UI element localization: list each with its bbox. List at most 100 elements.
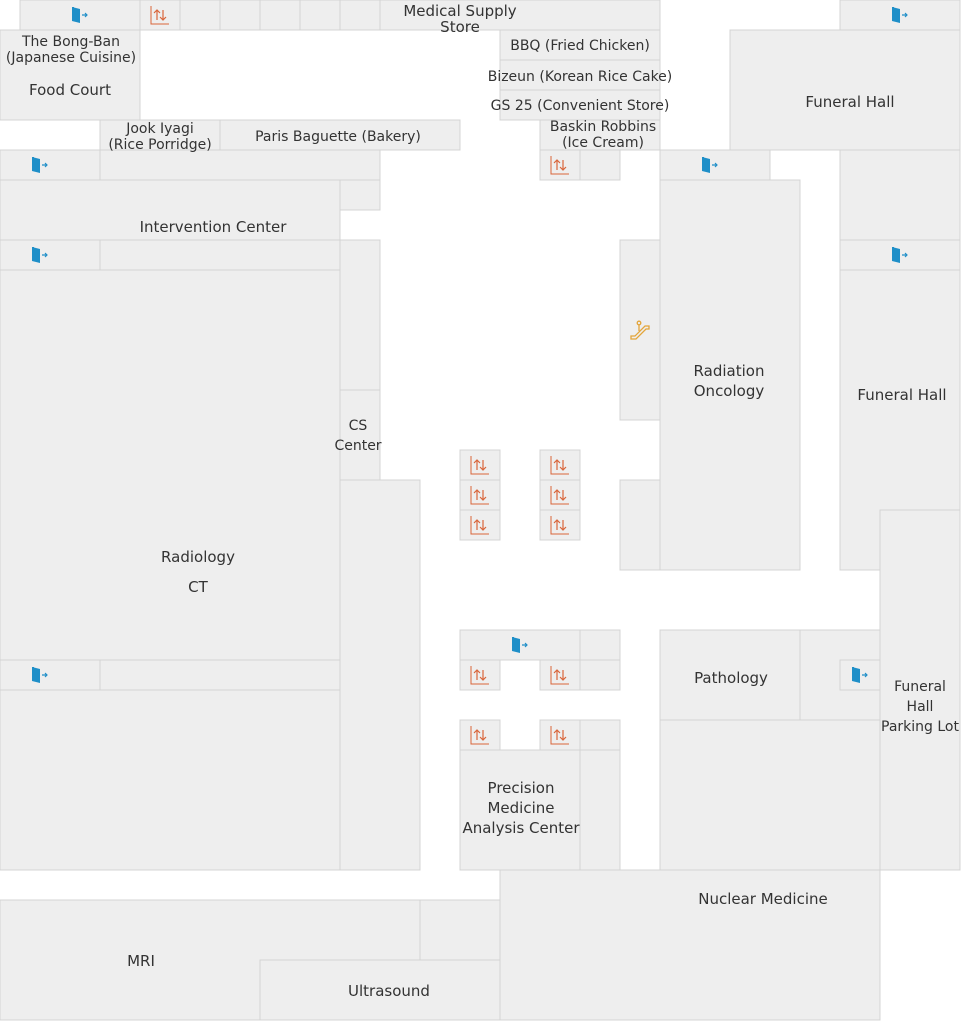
room-label-ultrasound: Ultrasound — [348, 982, 430, 1000]
room-label-ct: CT — [188, 578, 208, 596]
room-label-line: (Rice Porridge) — [108, 137, 211, 153]
room-label-nuclear-medicine: Nuclear Medicine — [698, 890, 828, 908]
room-label-line: Jook Iyagi — [125, 121, 194, 137]
escalator-icon — [630, 320, 650, 340]
floor-cell — [459, 449, 501, 481]
floor-cell — [219, 0, 261, 31]
elevator-icon — [550, 666, 569, 685]
floor-cell — [379, 0, 661, 31]
room-label-baskin-robbins: Baskin Robbins(Ice Cream) — [550, 119, 656, 151]
elevator-icon — [550, 456, 569, 475]
room-label-funeral-hall-top: Funeral Hall — [805, 93, 894, 111]
elevator-icon — [470, 456, 489, 475]
elevator-icon — [150, 6, 169, 25]
room-label-line: CS — [349, 418, 368, 434]
exit-door-icon — [702, 157, 718, 173]
floor-cell — [99, 659, 341, 691]
floor-cell — [0, 239, 101, 271]
room-label-line: Funeral Hall — [805, 93, 894, 111]
floor-cell — [619, 479, 661, 571]
elevator-icon — [550, 156, 569, 175]
floor-cell — [219, 119, 461, 151]
exit-door-icon — [32, 157, 48, 173]
floor-cell — [579, 629, 621, 661]
room-label-line: Intervention Center — [140, 218, 288, 236]
floor-cell — [499, 869, 881, 1021]
floor-cell — [339, 0, 381, 31]
floor-cell — [459, 659, 501, 691]
room-label-bizeun: Bizeun (Korean Rice Cake) — [488, 69, 673, 85]
room-label-line: MRI — [127, 952, 155, 970]
room-label-intervention-center: Intervention Center — [140, 218, 288, 236]
exit-door-icon — [892, 7, 908, 23]
room-label-line: GS 25 (Convenient Store) — [491, 98, 670, 114]
elevator-icon — [470, 666, 489, 685]
room-label-line: Nuclear Medicine — [698, 890, 828, 908]
room-label-line: Medicine — [487, 799, 554, 817]
floor-cell — [539, 119, 661, 151]
room-label-line: CT — [188, 578, 208, 596]
room-label-line: Medical Supply — [403, 2, 516, 20]
floor-cell — [539, 449, 581, 481]
floor-cell — [459, 719, 501, 751]
floor-cell — [99, 149, 381, 181]
floor-cell — [579, 659, 621, 691]
room-label-line: Bizeun (Korean Rice Cake) — [488, 69, 673, 85]
room-label-line: Ultrasound — [348, 982, 430, 1000]
elevator-icon — [550, 726, 569, 745]
floor-cell — [339, 179, 381, 211]
exit-door-icon — [512, 637, 528, 653]
room-label-pathology: Pathology — [694, 669, 768, 687]
floor-cell — [839, 149, 961, 241]
room-label-line: Radiology — [161, 548, 235, 566]
floor-cell — [0, 269, 341, 661]
room-label-line: (Ice Cream) — [562, 135, 644, 151]
floor-cell — [339, 239, 381, 391]
room-label-line: Parking Lot — [881, 719, 959, 735]
exit-door-icon — [892, 247, 908, 263]
room-label-line: Paris Baguette (Bakery) — [255, 129, 421, 145]
floor-cell — [539, 659, 581, 691]
floor-cell — [99, 119, 221, 151]
floor-cell — [539, 509, 581, 541]
room-label-line: The Bong-Ban — [21, 34, 120, 50]
room-label-line: Pathology — [694, 669, 768, 687]
room-label-bong-ban: The Bong-Ban(Japanese Cuisine) — [6, 34, 136, 66]
floor-cell — [0, 149, 101, 181]
floor-cell — [0, 659, 101, 691]
floor-cell — [0, 29, 141, 121]
floor-cell — [419, 899, 501, 961]
room-label-line: Center — [334, 438, 381, 454]
room-label-line: Analysis Center — [462, 819, 580, 837]
floor-cell — [729, 29, 961, 151]
room-label-jook-iyagi: Jook Iyagi(Rice Porridge) — [108, 121, 211, 153]
exit-door-icon — [32, 247, 48, 263]
room-label-line: Food Court — [29, 81, 111, 99]
elevator-icon — [550, 516, 569, 535]
floor-cell — [299, 0, 341, 31]
elevator-icon — [470, 486, 489, 505]
room-label-line: Radiation — [694, 362, 765, 380]
exit-door-icon — [72, 7, 88, 23]
elevator-icon — [550, 486, 569, 505]
floor-cell — [579, 749, 621, 871]
room-label-bbq: BBQ (Fried Chicken) — [510, 38, 650, 54]
floor-cell — [579, 719, 621, 751]
room-label-line: Oncology — [694, 382, 765, 400]
floor-cell — [459, 479, 501, 511]
elevator-icon — [470, 726, 489, 745]
floor-cell — [179, 0, 221, 31]
room-label-gs25: GS 25 (Convenient Store) — [491, 98, 670, 114]
room-label-line: Baskin Robbins — [550, 119, 656, 135]
floor-cell — [259, 959, 501, 1021]
floor-cell — [619, 239, 661, 421]
room-label-paris-baguette: Paris Baguette (Bakery) — [255, 129, 421, 145]
room-label-radiology: Radiology — [161, 548, 235, 566]
floor-cell — [0, 689, 341, 871]
